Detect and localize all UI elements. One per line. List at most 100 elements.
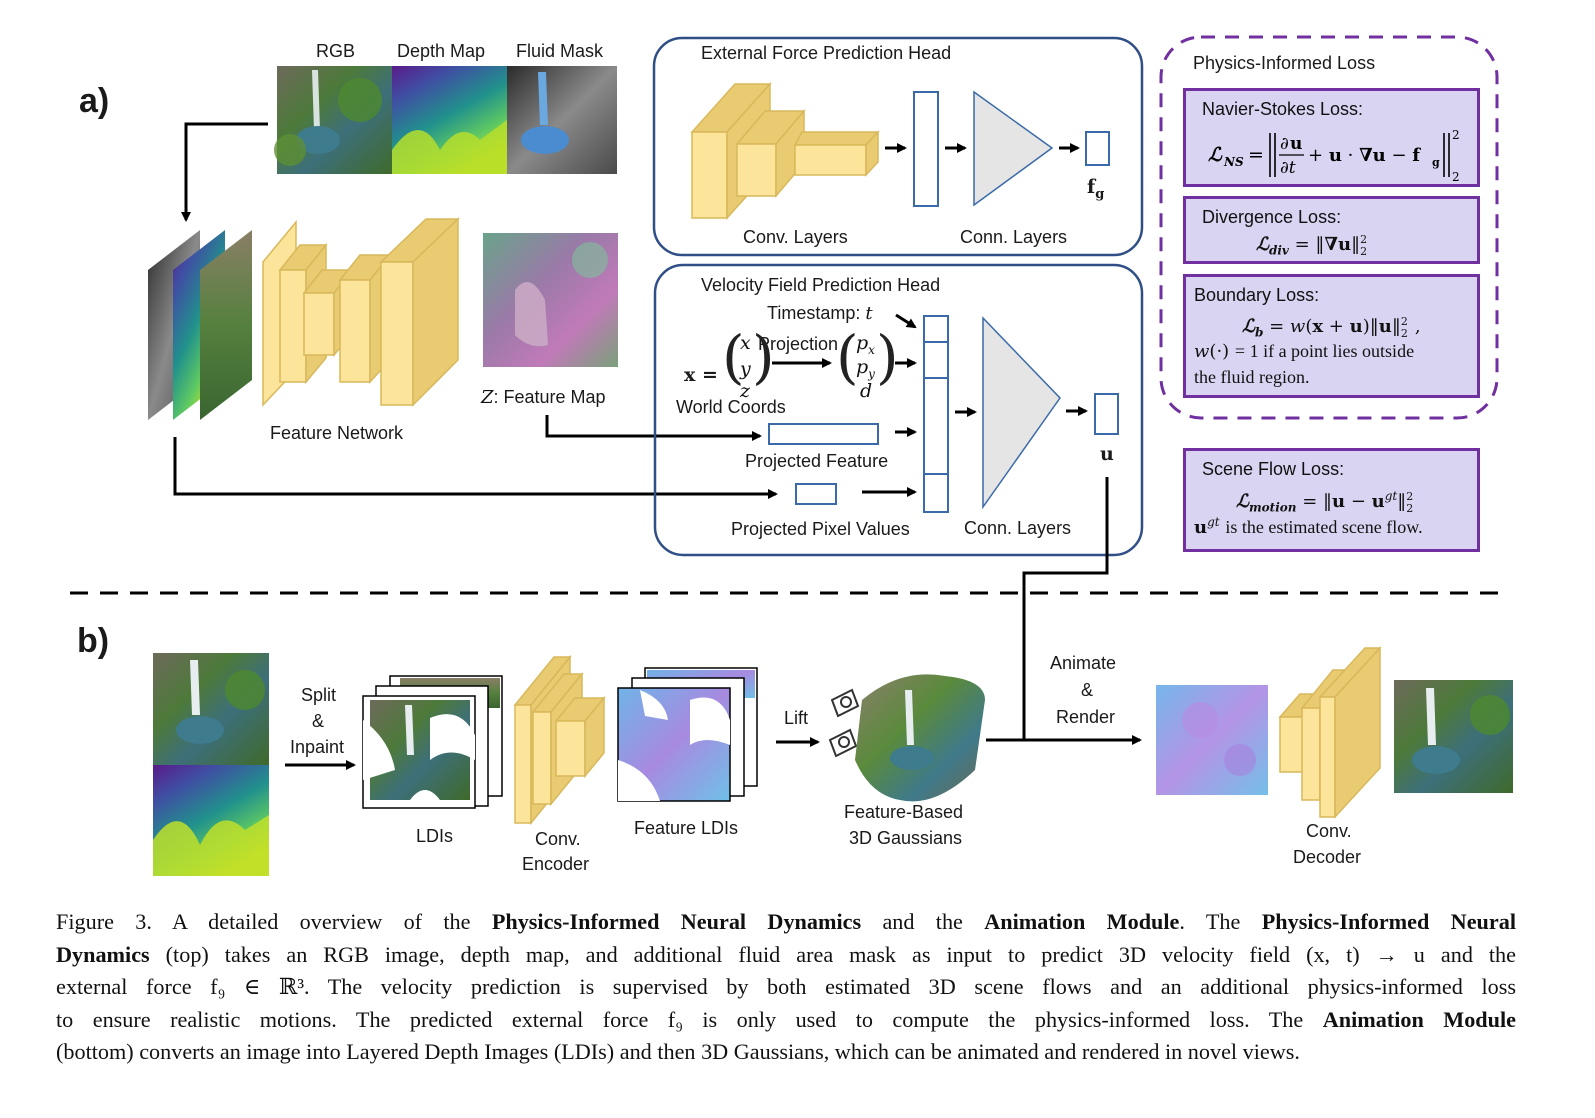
x-vector-z: z	[740, 380, 751, 402]
caption-line-4: to ensure realistic motions. The predict…	[56, 1004, 1516, 1037]
depth-map-label: Depth Map	[397, 41, 486, 61]
split-label: Split	[301, 685, 337, 705]
svg-text:=: =	[1248, 144, 1264, 166]
velocity-head-title: Velocity Field Prediction Head	[701, 275, 941, 295]
caption-line-3: external force f₉ ∈ ℝ³. The velocity pre…	[56, 974, 1516, 1000]
x-vector-symbol: x =	[684, 364, 718, 386]
projected-pixel-label: Projected Pixel Values	[731, 519, 910, 539]
depth-map-input-image	[392, 66, 507, 174]
caption-l2-s1: (top) takes an RGB image, depth map, and…	[149, 941, 1516, 967]
x-vector-left-paren: (	[722, 323, 745, 391]
stacked-input-slices	[148, 230, 252, 420]
conv-decoder-label-2: Decoder	[1293, 847, 1362, 867]
panel-a-label: a)	[79, 82, 110, 120]
scene-flow-note-text: is the estimated scene flow.	[1225, 517, 1423, 537]
conv-encoder-label-2: Encoder	[522, 854, 590, 874]
caption-l1-s4: . The	[1179, 909, 1262, 934]
scene-flow-equation: ℒmotion = ‖u − ugt‖22	[1236, 489, 1414, 515]
conv-decoder-label-1: Conv.	[1306, 821, 1352, 841]
physics-loss-group	[1159, 35, 1499, 420]
svg-text:+ u · ∇u − f: + u · ∇u − f	[1308, 145, 1421, 166]
conv-encoder-label-1: Conv.	[535, 829, 581, 849]
feature-map-arrow	[545, 415, 762, 441]
boundary-note-line1: w(·) = 1 if a point lies outside	[1194, 341, 1415, 362]
figure-caption: Figure 3. A detailed overview of the Phy…	[56, 906, 1516, 1069]
svg-text:∂: ∂	[1280, 134, 1289, 154]
velocity-head-box	[653, 263, 1144, 557]
ef-conn-layers	[973, 90, 1054, 207]
inpaint-label: Inpaint	[290, 737, 345, 757]
p-vector-py-sub: y	[868, 366, 875, 381]
rgb-label: RGB	[316, 41, 356, 61]
svg-text:g: g	[1432, 156, 1440, 169]
fluid-mask-label: Fluid Mask	[516, 41, 604, 61]
rgb-input-image	[274, 66, 392, 174]
input-to-stack-arrow	[181, 122, 268, 222]
boundary-note-text1: = 1 if a point lies outside	[1234, 341, 1415, 361]
input-rgb-image-b	[153, 653, 269, 765]
p-vector-py: py	[856, 358, 875, 380]
caption-l1-s3: Animation Module	[984, 909, 1180, 934]
input-depth-image-b	[153, 765, 269, 876]
timestamp-label: Timestamp: t	[767, 304, 873, 323]
output-rgb-image	[1394, 680, 1513, 793]
svg-text:NS: NS	[1223, 155, 1244, 169]
caption-l4-s1: Animation Module	[1322, 1006, 1516, 1032]
rendered-feature-image	[1156, 685, 1268, 795]
caption-l2-s0: Dynamics	[56, 941, 150, 967]
boundary-equation: ℒb = w(x + u)‖u‖22,	[1242, 315, 1421, 340]
pixel-values-arrow	[173, 437, 778, 499]
scene-flow-loss-box: Scene Flow Loss: ℒmotion = ‖u − ugt‖22 u…	[1183, 448, 1480, 552]
boundary-title: Boundary Loss:	[1194, 285, 1320, 305]
fg-label-sub: g	[1095, 186, 1105, 202]
u-output-label: u	[1100, 443, 1114, 465]
external-force-conv-blocks	[690, 82, 880, 220]
ef-conv-layers-label: Conv. Layers	[743, 227, 848, 247]
ldis-label: LDIs	[416, 826, 454, 846]
u-to-animate-line	[1022, 477, 1109, 740]
navier-stokes-title: Navier-Stokes Loss:	[1202, 99, 1364, 119]
animate-label: Animate	[1050, 653, 1117, 673]
timestamp-text: Timestamp:	[767, 303, 866, 323]
split-amp-label: &	[312, 711, 325, 731]
concatenated-input-vector	[923, 315, 949, 513]
x-vector-y: y	[740, 358, 751, 380]
feature-network-blocks	[262, 217, 460, 407]
divergence-equation: ℒdiv = ‖∇u‖22	[1256, 233, 1368, 258]
svg-text:u: u	[1290, 134, 1302, 154]
conv-encoder-blocks	[513, 654, 606, 826]
caption-line-1: Figure 3. A detailed overview of the Phy…	[56, 906, 1516, 939]
external-force-head-title: External Force Prediction Head	[701, 43, 952, 63]
render-label: Render	[1056, 707, 1116, 727]
caption-l1-s5: Physics-Informed Neural	[1261, 909, 1516, 934]
panel-b-label: b)	[77, 622, 110, 660]
p-vector-px: px	[856, 334, 875, 356]
external-force-head-box	[652, 36, 1144, 257]
navier-stokes-formula: ℒ NS = ∂u ∂t + u · ∇u − f g 2 2	[1208, 128, 1460, 184]
p-vector-py-main: p	[856, 356, 869, 378]
p-vector-right-paren: )	[876, 323, 899, 391]
divergence-title: Divergence Loss:	[1202, 207, 1342, 227]
u-output-vector	[1094, 393, 1119, 435]
feature-map-var: Z	[481, 387, 494, 408]
architecture-diagram	[70, 35, 1513, 876]
caption-l1-s1: Physics-Informed Neural Dynamics	[491, 909, 862, 934]
timestamp-arrow	[895, 313, 917, 329]
svg-text:2: 2	[1452, 128, 1460, 142]
vf-conn-layers	[982, 316, 1061, 510]
caption-l1-s0: Figure 3. A detailed overview of the	[56, 909, 492, 934]
animate-amp-label: &	[1081, 680, 1094, 700]
feature-map-label: Z: Feature Map	[481, 388, 606, 407]
svg-text:2: 2	[1452, 170, 1460, 183]
x-vector-x: x	[740, 332, 751, 354]
x-vector-right-paren: )	[752, 323, 775, 391]
3d-gaussians-image	[855, 674, 985, 802]
p-vector-px-sub: x	[868, 342, 875, 357]
caption-line-5: (bottom) converts an image into Layered …	[56, 1039, 1300, 1065]
svg-text:ℒ: ℒ	[1208, 144, 1223, 166]
p-vector-px-main: p	[856, 332, 869, 354]
scene-flow-note: ugt is the estimated scene flow.	[1194, 515, 1423, 538]
p-vector-left-paren: (	[836, 323, 859, 391]
caption-l4-s0: to ensure realistic motions. The predict…	[56, 1006, 1323, 1032]
feature-ldis-label: Feature LDIs	[634, 818, 739, 838]
